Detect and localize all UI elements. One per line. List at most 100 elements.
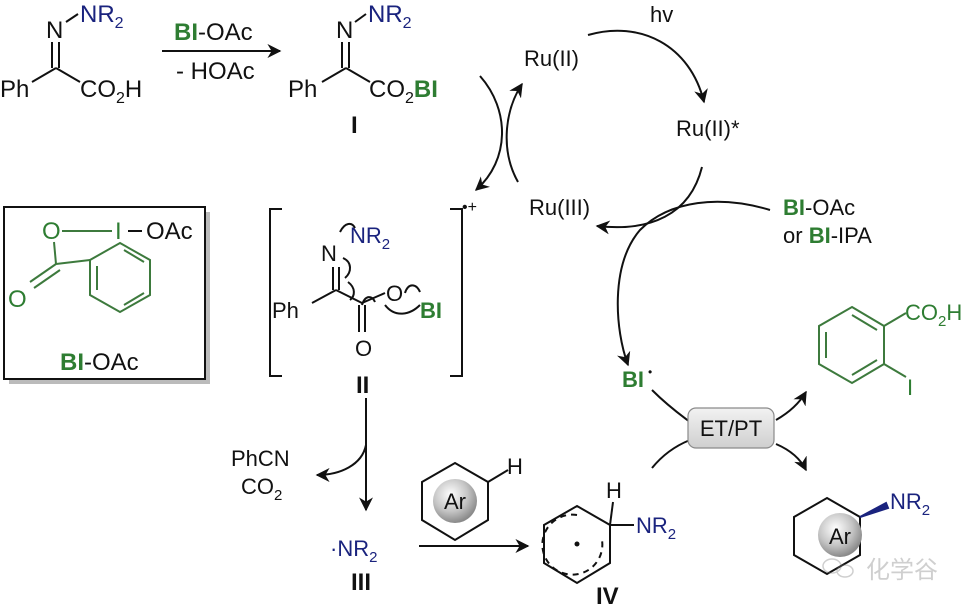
ru3-label: Ru(III) <box>529 195 590 220</box>
bi-radical-dot: • <box>648 365 652 379</box>
int4-label: IV <box>596 583 619 608</box>
int2-nr2: NR2 <box>350 223 390 253</box>
int3-nr2-radical: ·NR2 <box>330 536 377 566</box>
int1-ph: Ph <box>288 76 317 103</box>
byproduct-phcn: PhCN <box>231 446 290 471</box>
sm-c-ph-bond <box>31 67 57 83</box>
reduction-arrow <box>505 82 523 183</box>
iba-inner-3 <box>851 359 878 376</box>
curly-arrow-6 <box>404 284 421 294</box>
int1-n: N <box>336 17 353 44</box>
etpt-label: ET/PT <box>700 416 762 441</box>
wechat-icon-2 <box>836 564 854 578</box>
iba-ring <box>818 305 885 385</box>
aminated-product: Ar NR2 <box>793 489 930 576</box>
int4-h: H <box>606 478 622 503</box>
iba-c-co2h <box>883 312 907 327</box>
ring-inner-3 <box>123 292 145 306</box>
curly-arrow-4 <box>361 296 376 306</box>
intermediate-II: •+ NR2 N Ph O O BI II <box>269 199 477 399</box>
curly-arrow-1 <box>339 222 356 233</box>
fragmentation-step: PhCN CO2 <box>231 398 373 512</box>
o-c-bond <box>53 241 57 265</box>
int1-c-ester <box>345 67 371 83</box>
int2-n: N <box>321 241 337 266</box>
co-double-b <box>33 269 61 289</box>
bioac-label: BI-OAc <box>60 349 139 376</box>
wechat-icon <box>822 558 842 574</box>
co-double-a <box>29 263 57 283</box>
reagent-bioac: BI-OAc <box>174 19 253 46</box>
int4-radical-dot <box>574 541 580 547</box>
oxidation-arrow <box>595 166 703 235</box>
bi-to-etpt-line <box>651 389 691 423</box>
reagent-minus-hoac: - HOAc <box>176 58 255 85</box>
product-wedge-bond <box>859 501 890 518</box>
int2-ph: Ph <box>272 298 299 323</box>
int1-label: I <box>351 112 358 139</box>
int1-nn-bond <box>354 13 367 23</box>
bioac-o-ring: O <box>42 218 61 245</box>
arene-ar: Ar <box>444 489 466 514</box>
hv-label: hv <box>650 2 673 27</box>
int4-to-etpt-line <box>651 439 691 469</box>
right-bracket <box>450 208 463 377</box>
int1-c-ph <box>321 67 347 83</box>
watermark-text: 化学谷 <box>866 557 938 584</box>
oxidant-line2: or BI-IPA <box>783 223 872 248</box>
int1-nr2: NR2 <box>368 1 412 32</box>
curly-arrow-2 <box>342 257 351 279</box>
int2-o-carbonyl: O <box>355 336 372 361</box>
ar-sphere-icon <box>433 479 477 523</box>
byproduct-arrow <box>315 444 367 482</box>
oxidant-line1: BI-OAc <box>783 195 855 220</box>
int2-label: II <box>356 372 369 399</box>
ring-inner-2 <box>123 249 145 263</box>
int3-label: III <box>351 569 371 596</box>
iba-c-i <box>883 363 907 378</box>
intermediate-IV: H NR2 IV <box>541 478 676 608</box>
c-ring-bond <box>55 259 91 265</box>
product-nr2: NR2 <box>890 489 930 519</box>
sm-c-co2h-bond <box>55 67 81 83</box>
iba-co2h: CO2H <box>905 300 962 330</box>
sm-n: N <box>46 17 63 44</box>
bioac-o-carbonyl: O <box>8 286 27 313</box>
intermediate-III: ·NR2 III <box>330 536 530 596</box>
set-arrow <box>474 75 503 191</box>
bi-radical: BI <box>622 367 644 392</box>
starting-material: NR2 N Ph CO2H <box>0 1 142 107</box>
iba-iodine: I <box>907 375 913 400</box>
int2-o-ester: O <box>386 281 403 306</box>
left-bracket <box>269 208 282 377</box>
int4-nr2: NR2 <box>636 513 676 543</box>
etpt-to-product-arrow <box>775 443 807 472</box>
iba-inner-2 <box>851 314 878 331</box>
sm-co2h: CO2H <box>80 76 142 107</box>
curly-arrow-3 <box>347 281 355 301</box>
photocatalytic-cycle: hv Ru(II) Ru(II)* Ru(III) BI-OAc or BI-I… <box>474 2 872 367</box>
sm-ph: Ph <box>0 76 29 103</box>
sm-nr2: NR2 <box>80 1 124 32</box>
product-ar-sphere-icon <box>818 513 862 557</box>
ru2-star-label: Ru(II)* <box>676 116 740 141</box>
arene-substrate: Ar H <box>421 454 523 542</box>
bioac-iodine: I <box>115 218 122 245</box>
etpt-box <box>687 407 775 449</box>
int2-c-c <box>335 289 363 304</box>
int4-delocalized-arc <box>541 513 604 576</box>
box-frame <box>3 206 206 380</box>
arene-h: H <box>507 454 523 479</box>
radical-cation-charge: •+ <box>462 199 477 216</box>
excitation-arrow <box>587 29 708 104</box>
bioac-oac: OAc <box>146 218 193 245</box>
reaction-arrow-1: BI-OAc - HOAc <box>162 19 282 85</box>
watermark: 化学谷 <box>822 557 938 584</box>
int2-c-ph <box>311 289 337 304</box>
ru2-label: Ru(II) <box>524 46 579 71</box>
product-ar: Ar <box>829 524 851 549</box>
bioac-structure-box: O I OAc O BI-OAc <box>3 206 210 384</box>
int1-co2bi: CO2BI <box>369 76 438 107</box>
byproduct-co2: CO2 <box>241 474 282 504</box>
intermediate-I: NR2 N Ph CO2BI I <box>288 1 438 139</box>
